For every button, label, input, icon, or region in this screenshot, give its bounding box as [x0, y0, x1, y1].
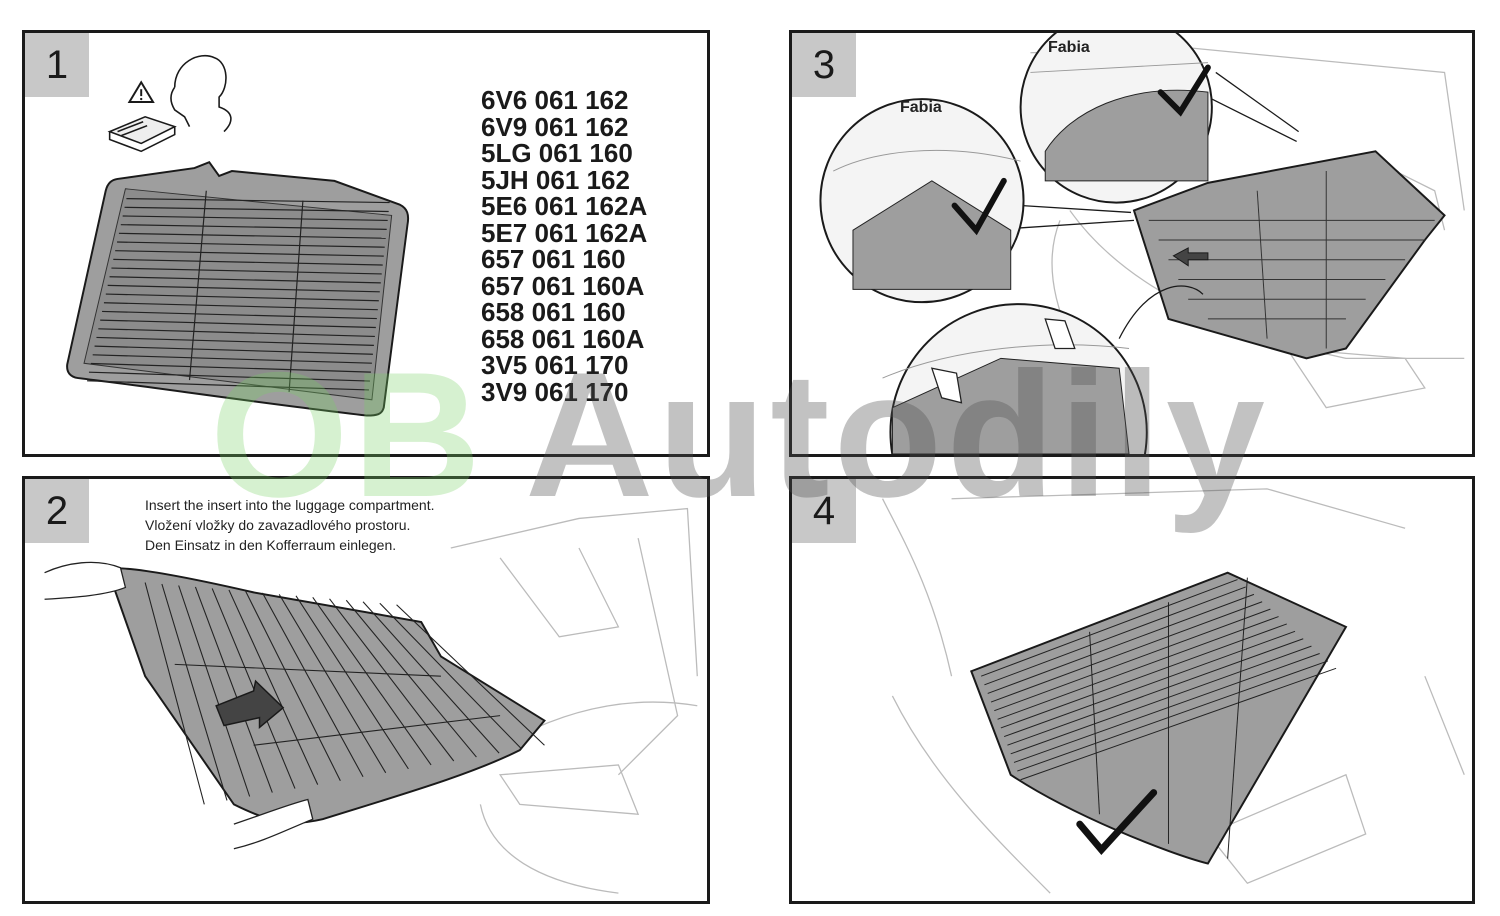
mat-rib	[1017, 660, 1329, 772]
step-number: 4	[792, 479, 856, 543]
mat-rib	[1089, 631, 1100, 815]
mat-rib	[126, 198, 390, 204]
mat-rib	[96, 336, 374, 346]
mat-rib	[122, 215, 388, 222]
mat-rib	[100, 319, 376, 329]
mat-rib	[94, 345, 373, 355]
part-number: 5E7 061 162A	[481, 217, 648, 248]
part-number: 657 061 160	[481, 244, 626, 274]
callout-label: Fabia	[900, 99, 942, 116]
push-arrow-icon	[1172, 247, 1209, 267]
mat-rib	[115, 250, 384, 257]
mat-rib	[253, 715, 501, 746]
mat-rib	[117, 241, 385, 248]
mat-rib	[994, 608, 1271, 712]
part-number: 5JH 061 162	[481, 164, 630, 195]
callout-circle	[819, 98, 1025, 304]
step-3-panel: 3	[789, 30, 1475, 457]
mat-rib	[1013, 653, 1320, 763]
step-number: 3	[792, 33, 856, 97]
mat-rib	[329, 598, 455, 762]
part-number: 3V9 061 170	[481, 376, 629, 407]
part-number: 657 061 160A	[481, 270, 645, 301]
part-number: 5E6 061 162A	[481, 191, 648, 221]
mat-rib	[997, 616, 1279, 720]
callout-label: Fabia	[1048, 39, 1090, 56]
mat-rib	[288, 200, 304, 392]
push-arrow-icon	[215, 679, 285, 730]
instruction-cs: Vložení vložky do zavazadlového prostoru…	[145, 517, 411, 533]
mat-rib	[984, 586, 1246, 686]
step-number: 1	[25, 33, 89, 97]
mat-rib	[987, 593, 1255, 694]
step-4-panel: 4	[789, 476, 1475, 904]
mat-rib	[396, 604, 545, 746]
part-number-list: 6V6 061 162 6V9 061 162 5LG 061 160 5JH …	[481, 87, 647, 405]
mat-rib	[1010, 645, 1312, 755]
mat-rib	[261, 592, 364, 778]
mat-rib	[1003, 630, 1296, 738]
mat-rib	[88, 371, 370, 382]
instruction-text: Insert the insert into the luggage compa…	[145, 495, 435, 555]
mat-rib	[92, 354, 372, 364]
mat-rib	[103, 302, 378, 311]
mat-rib	[980, 579, 1238, 677]
mat-rib	[107, 284, 380, 293]
part-number: 6V6 061 162	[481, 85, 629, 115]
insert-mat-illustration	[44, 507, 698, 894]
mat-rib	[1007, 638, 1304, 746]
callout-circle	[882, 303, 1148, 454]
mat-rib	[245, 591, 341, 781]
mat-rib	[194, 586, 273, 793]
step-2-panel: 2 Insert the insert into the luggage com…	[22, 476, 710, 904]
mat-rib	[1020, 667, 1337, 781]
mat-rib	[362, 601, 500, 754]
callout-circle	[1019, 33, 1213, 204]
instruction-de: Den Einsatz in den Kofferraum einlegen.	[145, 537, 397, 553]
instruction-en: Insert the insert into the luggage compa…	[145, 497, 435, 513]
mat-rib	[990, 601, 1263, 703]
mat-rib	[295, 595, 409, 770]
mat-rib	[120, 224, 387, 230]
checkmark-icon	[951, 177, 1007, 236]
hand-icon	[930, 318, 1076, 404]
part-number: 3V5 061 170	[481, 350, 629, 380]
mat-rib	[161, 583, 228, 801]
mat-rib	[87, 380, 369, 391]
mat-rib	[174, 663, 441, 677]
mat-rib	[1227, 577, 1248, 859]
mat-rib	[118, 232, 386, 239]
hand-icon	[44, 561, 314, 850]
mat-rib	[278, 594, 387, 774]
mat-rib	[228, 589, 319, 785]
mat-rib	[144, 582, 205, 805]
mat-rib	[98, 328, 375, 338]
mat-rib	[124, 206, 389, 213]
part-number: 658 061 160A	[481, 323, 645, 354]
mat-rib	[1000, 623, 1287, 729]
mat-rib	[312, 597, 432, 766]
checkmark-icon	[1076, 789, 1158, 855]
step-1-panel: 1 6V6 061 162 6V9 061 162 5LG 061 160 5J…	[22, 30, 710, 457]
part-number: 6V9 061 162	[481, 111, 629, 142]
mat-rib	[102, 310, 377, 320]
part-number: 658 061 160	[481, 297, 626, 327]
checkmark-icon	[1157, 64, 1211, 117]
step-number: 2	[25, 479, 89, 543]
trunk-fit-detail-illustration	[819, 33, 1465, 454]
part-number: 5LG 061 160	[481, 138, 633, 168]
mat-rib	[379, 602, 523, 750]
mat-rib	[345, 599, 477, 758]
mat-rib	[188, 190, 207, 381]
mat-rib	[109, 276, 381, 284]
trunk-mat-illustration	[66, 54, 410, 417]
manual-reader-icon	[107, 54, 232, 153]
mat-rib	[105, 293, 379, 302]
mat-rib	[113, 258, 383, 266]
fitted-mat-illustration	[881, 488, 1465, 894]
mat-rib	[90, 362, 371, 373]
mat-rib	[111, 267, 382, 275]
mat-rib	[178, 585, 251, 797]
warning-icon	[127, 80, 155, 104]
